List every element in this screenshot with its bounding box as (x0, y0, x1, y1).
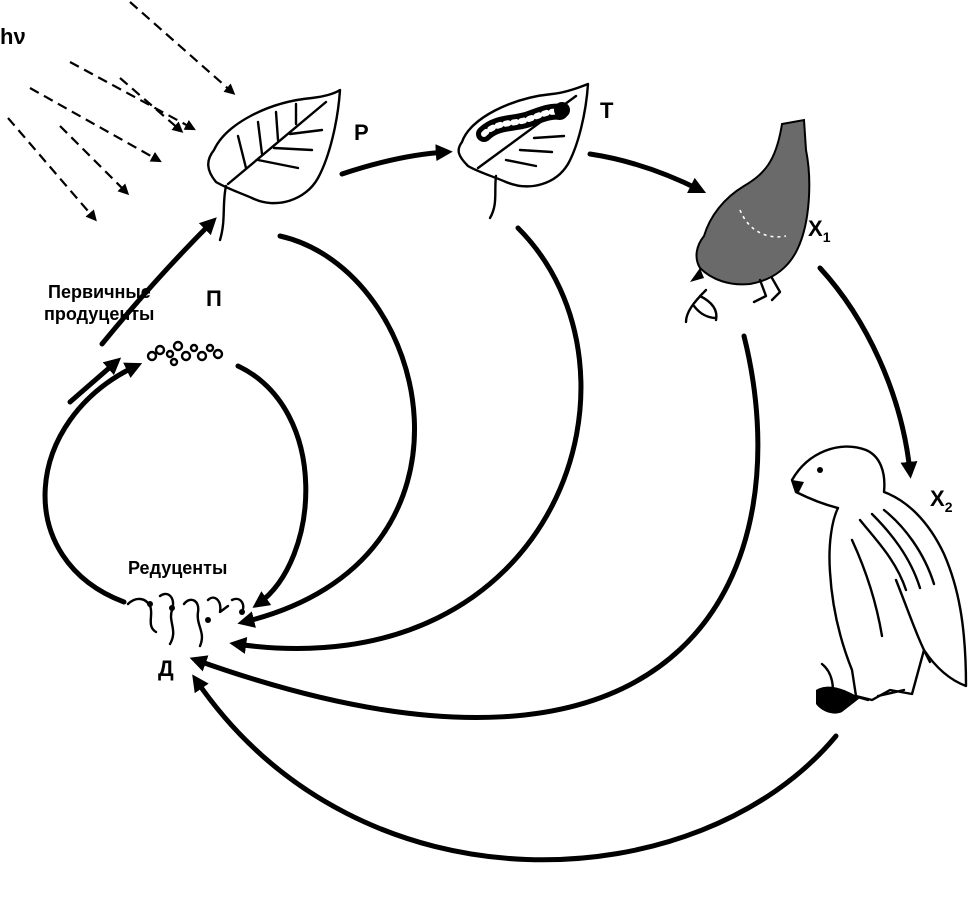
caterpillar-on-leaf-icon (457, 82, 590, 220)
light-label: hν (0, 24, 26, 49)
consumer1-label: X1 (808, 216, 831, 245)
arrow-leaf-to-caterpillar (339, 144, 453, 177)
arrow-reducers-to-primary (67, 357, 122, 405)
primary-producers-line1: Первичные (48, 282, 151, 302)
caterpillar (476, 102, 570, 142)
energy-flow-arrows (42, 144, 918, 863)
reducers-label: Редуценты (128, 558, 227, 578)
arrow-caterpillar-to-reducers (229, 225, 584, 654)
arrow-reducers-to-nutrients (42, 362, 143, 605)
arrow-eagle-to-reducers (192, 674, 839, 863)
decomposers-icon (126, 592, 245, 648)
consumer1-subscript: 1 (823, 229, 831, 245)
producer-letter: P (354, 120, 369, 145)
arrow-caterpillar-to-bird (587, 151, 707, 194)
arrow-nutrients-to-leaf (99, 217, 217, 347)
arrow-bird-to-reducers (189, 333, 761, 720)
songbird-icon (684, 118, 811, 324)
arrow-nutrients-loop-to-reducers (235, 363, 309, 608)
eagle-icon (790, 445, 968, 714)
consumer2-label: X2 (930, 486, 953, 515)
nutrients-icon (146, 340, 224, 367)
arrow-leaf-to-reducers (237, 233, 418, 628)
consumer1-letter: X (808, 216, 823, 241)
primary-producers-line2: продуценты (44, 304, 154, 324)
arrow-bird-to-eagle (817, 265, 918, 479)
nutrients-letter: П (206, 286, 222, 311)
detritus-letter: Д (158, 656, 174, 681)
sun-rays-icon (7, 1, 236, 222)
leaf-icon (207, 88, 342, 242)
herbivore-letter: T (600, 98, 614, 123)
consumer2-letter: X (930, 486, 945, 511)
consumer2-subscript: 2 (945, 499, 953, 515)
